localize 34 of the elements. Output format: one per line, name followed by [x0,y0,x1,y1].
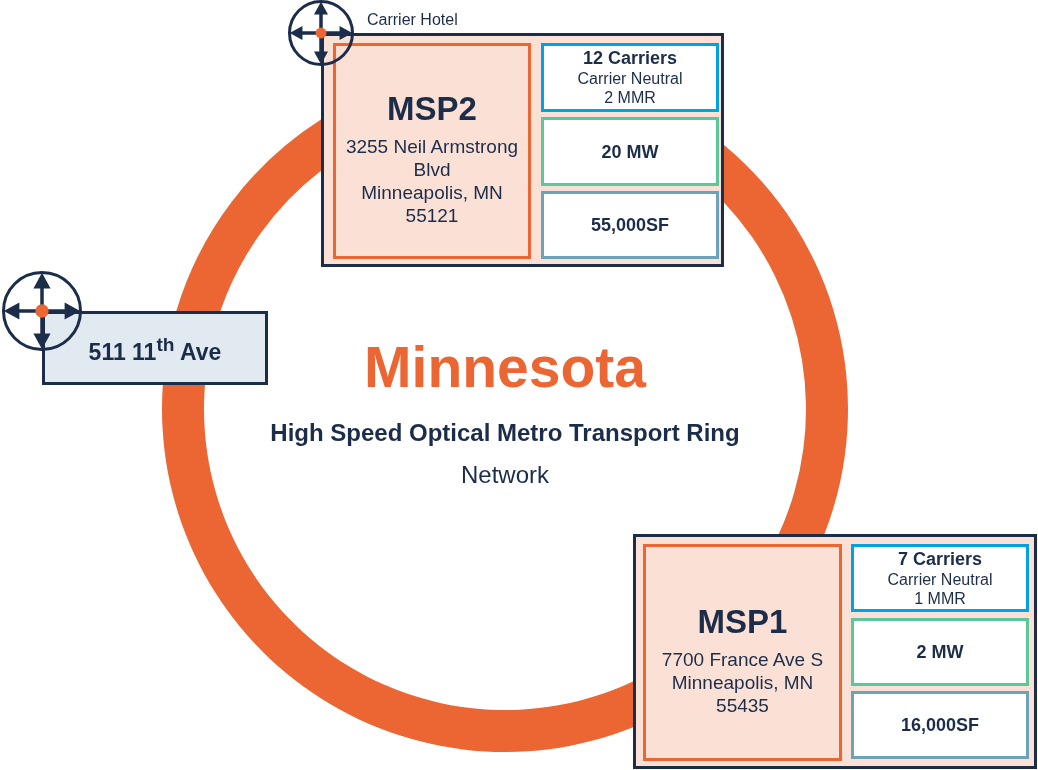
carrier-detail: 1 MMR [914,588,966,608]
address-line: 3255 Neil Armstrong Blvd [344,135,520,181]
floor-area-box [541,191,719,259]
site-panel [633,534,1037,769]
site-name: MSP2 [387,89,477,129]
hub-address: 511 11$^{th}$ Ave [88,332,222,366]
ring-segment [162,385,633,752]
carrier-count: 7 Carriers [897,548,983,570]
carrier-detail: Carrier Neutral [577,69,683,88]
hub-box [42,311,268,385]
carrier-detail: Carrier Neutral [887,569,993,589]
power-capacity-box [541,117,719,186]
site-name: MSP1 [697,602,788,642]
carrier-info-box [541,43,719,112]
site-heading: Carrier Hotel [367,11,458,29]
ring-segment [176,119,321,311]
carrier-detail: 2 MMR [604,88,656,107]
carrier-count: 12 Carriers [582,48,678,69]
floor-area: 16,000SF [900,714,980,736]
facility-box [643,544,842,761]
power-capacity-box [851,618,1029,686]
floor-area: 55,000SF [590,214,670,236]
carrier-info-box [851,544,1029,612]
facility-box [333,43,531,259]
diagram-title: Minnesota [364,335,646,401]
power-capacity: 20 MW [601,140,659,163]
ring-subtitle: High Speed Optical Metro Transport Ring [270,418,740,448]
power-capacity: 2 MW [916,641,964,663]
address-line: 7700 France Ave S [661,648,824,671]
address-line: Minneapolis, MN 55121 [360,181,504,227]
address-line: Minneapolis, MN 55435 [670,671,815,717]
ring-segment [724,145,848,534]
floor-area-box [851,691,1029,759]
network-label: Network [461,460,549,490]
